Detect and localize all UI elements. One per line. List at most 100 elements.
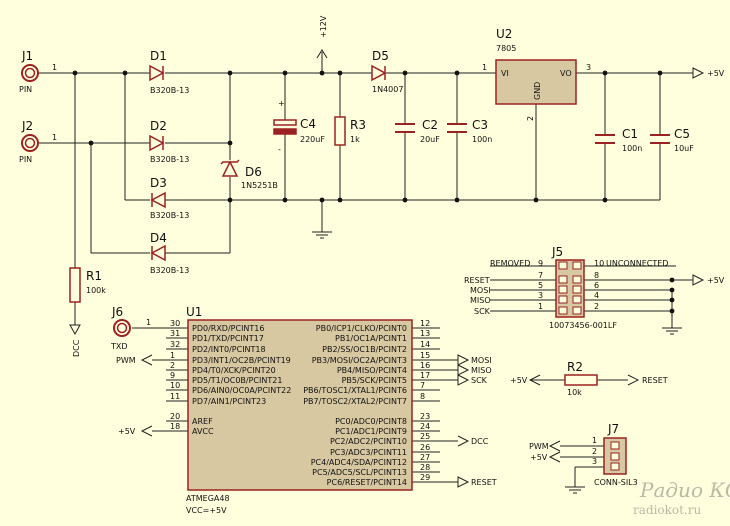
j5-part: 10073456-001LF (549, 321, 617, 330)
u2-pin3: 3 (586, 63, 591, 72)
j5-pin-1: 1 (538, 302, 543, 311)
dcc-net-label: DCC (72, 339, 81, 357)
u1-pin-name: PC5/ADC5/SCL/PCINT13 (312, 468, 407, 477)
j6-connector: J6 TXD 1 (110, 305, 151, 351)
d1-value: B320B-13 (150, 86, 189, 95)
d5-value: 1N4007 (372, 85, 403, 94)
u1-pin-number: 27 (420, 453, 430, 462)
j7-ref: J7 (607, 422, 619, 436)
u1-pin-name: AVCC (192, 427, 214, 436)
u1-pin-name: PB3/MOSI/OC2A/PCINT3 (312, 356, 407, 365)
j5-pin-9: 9 (538, 259, 543, 268)
u2-vo: VO (560, 69, 572, 78)
d6-value: 1N5251B (241, 181, 278, 190)
u1-pin-number: 15 (420, 351, 430, 360)
j5-pads (558, 261, 582, 315)
u2-gnd: GND (533, 82, 542, 100)
d2-ref: D2 (150, 119, 167, 133)
d2-value: B320B-13 (150, 155, 189, 164)
j5-label-9: REMOVED (490, 259, 530, 268)
zener-d6: D6 1N5251B (220, 159, 278, 190)
u1-pin-number: 26 (420, 443, 430, 452)
u2-ref: U2 (496, 27, 512, 41)
j7-pin-1: 1 (592, 436, 597, 445)
c5-value: 10uF (674, 144, 694, 153)
u1-pin-name: PB4/MISO/PCINT4 (337, 366, 407, 375)
capacitor-c4: + - C4 220uF (273, 99, 325, 154)
out-5v-label: +5V (707, 69, 725, 78)
u1-pin-name: PB5/SCK/PCINT5 (342, 376, 407, 385)
u1-pin-name: PD6/AIN0/OC0A/PCINT22 (192, 386, 291, 395)
ground-symbol (311, 231, 333, 239)
c4-value: 220uF (300, 135, 325, 144)
diode-d4: D4 B320B-13 (150, 231, 189, 275)
r3-value: 1k (350, 135, 360, 144)
u1-pin-number: 29 (420, 473, 430, 482)
u2-part: 7805 (496, 44, 516, 53)
c4-minus: - (278, 145, 281, 154)
j5-ref: J5 (551, 245, 563, 259)
u1-pin-name: PD2/INT0/PCINT18 (192, 345, 266, 354)
j1-type: PIN (19, 85, 32, 94)
u2-vi: VI (501, 69, 509, 78)
j7-pin-3: 3 (592, 457, 597, 466)
j5-label-5: MOSI (470, 286, 491, 295)
j5-label-3: MISO (470, 296, 491, 305)
u1-pin-number: 28 (420, 463, 430, 472)
j5-pin-10: 10 (594, 259, 604, 268)
u1-pin-number: 24 (420, 422, 430, 431)
j1-pin: 1 (52, 63, 57, 72)
c2-ref: C2 (422, 118, 438, 132)
u2-pin2: 2 (526, 116, 535, 121)
j5-label-1: SCK (474, 307, 491, 316)
u1-left-pins: 30PD0/RXD/PCINT1631PD1/TXD/PCINT1732PD2/… (170, 319, 291, 436)
net-avcc: +5V (118, 427, 136, 436)
j2-ref: J2 (21, 119, 33, 133)
vcc12-symbol: +12V (316, 15, 328, 59)
j5-vcc-label: +5V (707, 276, 725, 285)
vcc12-label: +12V (319, 15, 328, 38)
u1-ref: U1 (186, 305, 202, 319)
j6-type: TXD (110, 342, 128, 351)
out-5v-arrow: +5V (692, 67, 725, 79)
j5-pin-2: 2 (594, 302, 599, 311)
c2-value: 20uF (420, 135, 440, 144)
c4-plus: + (278, 99, 285, 108)
c3-value: 100n (472, 135, 492, 144)
u1-pin-number: 13 (420, 329, 430, 338)
u1-pin-name: PC2/ADC2/PCINT10 (330, 437, 407, 446)
j5-pin-7: 7 (538, 271, 543, 280)
u1-nets: PWM +5V MOSI MISO SCK DCC RESET (116, 354, 497, 488)
j5-pin-8: 8 (594, 271, 599, 280)
connector-j7: J7 CONN-SIL3 PWM +5V 1 2 3 (529, 422, 638, 494)
watermark-logo: Радио КОТ radiokot.ru (633, 478, 730, 517)
c4-ref: C4 (300, 117, 316, 131)
u1-pin-number: 1 (170, 351, 175, 360)
d5-ref: D5 (372, 49, 389, 63)
capacitor-c3: C3 100n (447, 118, 492, 144)
net-dcc: DCC (471, 437, 489, 446)
diode-d1: D1 B320B-13 (149, 49, 189, 95)
capacitor-c1: C1 100n (595, 127, 642, 153)
d4-ref: D4 (150, 231, 167, 245)
u1-pin-name: PC3/ADC3/PCINT11 (330, 448, 407, 457)
j6-ref: J6 (111, 305, 123, 319)
u1-pin-name: AREF (192, 417, 213, 426)
u1-pin-name: PB6/TOSC1/XTAL1/PCINT6 (303, 386, 407, 395)
u1-pin-number: 31 (170, 329, 180, 338)
net-reset: RESET (471, 478, 497, 487)
r2-right-label: RESET (642, 376, 668, 385)
u2-pin1: 1 (482, 63, 487, 72)
j7-label-2: +5V (530, 453, 548, 462)
u1-pin-number: 10 (170, 381, 180, 390)
u1-vcc: VCC=+5V (186, 506, 227, 515)
u1-pin-name: PC4/ADC4/SDA/PCINT12 (311, 458, 407, 467)
j2-pin: 1 (52, 133, 57, 142)
u1-pin-name: PC0/ADC0/PCINT8 (335, 417, 407, 426)
u1-pin-number: 20 (170, 412, 180, 421)
u1-pin-number: 25 (420, 432, 430, 441)
u1-pin-name: PB2/SS/OC1B/PCINT2 (322, 345, 407, 354)
u1-pin-name: PD1/TXD/PCINT17 (192, 334, 264, 343)
u1-pin-name: PB0/ICP1/CLKO/PCINT0 (316, 324, 407, 333)
u1-pin-number: 7 (420, 381, 425, 390)
